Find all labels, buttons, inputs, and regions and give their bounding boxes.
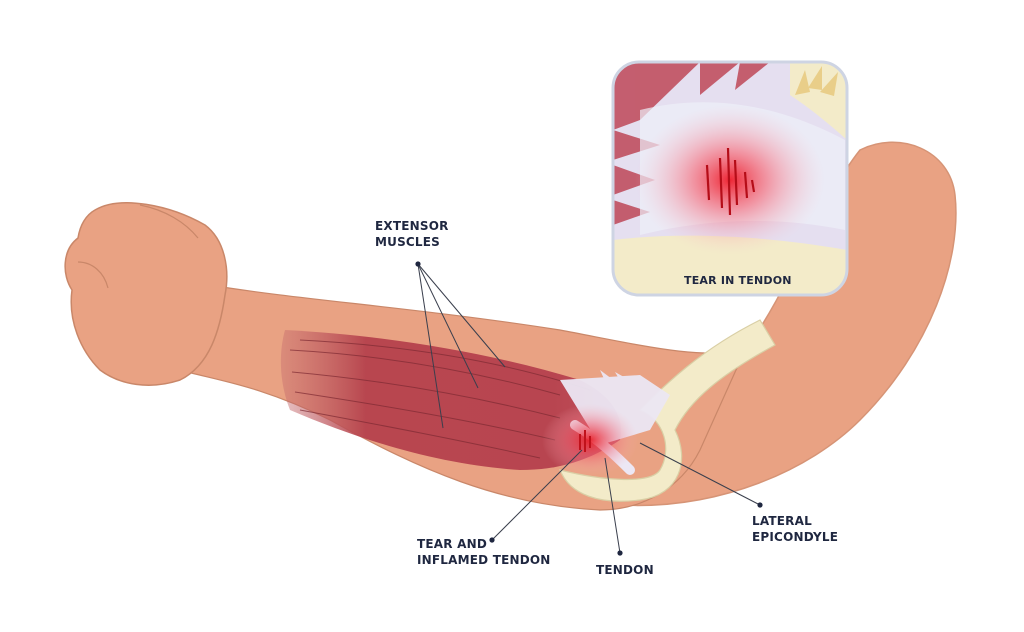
inset-zoom bbox=[611, 60, 849, 297]
label-lateral-epicondyle: LATERAL EPICONDYLE bbox=[752, 514, 839, 544]
finger-crease bbox=[139, 204, 199, 239]
tear-marks bbox=[579, 430, 591, 452]
bone bbox=[559, 319, 776, 502]
muscle-fibers bbox=[289, 339, 591, 459]
thumb-crease bbox=[77, 261, 109, 289]
inset-caption: TEAR IN TENDON bbox=[684, 274, 792, 287]
label-tear-inflamed-tendon: TEAR AND INFLAMED TENDON bbox=[417, 537, 551, 567]
fist bbox=[64, 202, 228, 386]
label-tendon: TENDON bbox=[596, 563, 654, 577]
leader-dots bbox=[415, 261, 763, 556]
inset-frame bbox=[611, 60, 849, 297]
leader-lines bbox=[417, 263, 761, 554]
label-extensor-muscles: EXTENSOR MUSCLES bbox=[375, 219, 449, 249]
inset-tear-marks bbox=[705, 147, 756, 216]
extensor-muscle bbox=[280, 330, 621, 470]
